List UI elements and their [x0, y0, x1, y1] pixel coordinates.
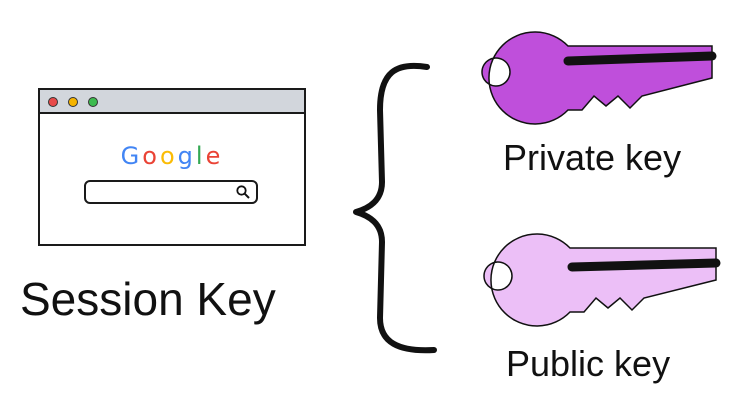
- browser-titlebar: [40, 90, 304, 114]
- google-logo-letter: G: [120, 142, 143, 170]
- magnifier-icon: [236, 185, 250, 199]
- browser-window-illustration: Google: [38, 88, 306, 246]
- public-key-label: Public key: [506, 343, 671, 384]
- google-logo-letter: l: [195, 142, 206, 170]
- close-dot-icon: [48, 97, 58, 107]
- google-logo-letter: g: [177, 142, 196, 170]
- minimize-dot-icon: [68, 97, 78, 107]
- google-logo-letter: e: [205, 142, 224, 170]
- session-key-label: Session Key: [20, 273, 276, 325]
- google-logo-letter: o: [159, 142, 178, 170]
- private-key-label: Private key: [503, 137, 682, 178]
- maximize-dot-icon: [88, 97, 98, 107]
- search-box: [84, 180, 258, 204]
- google-logo-letter: o: [142, 142, 160, 170]
- google-logo: Google: [40, 142, 304, 170]
